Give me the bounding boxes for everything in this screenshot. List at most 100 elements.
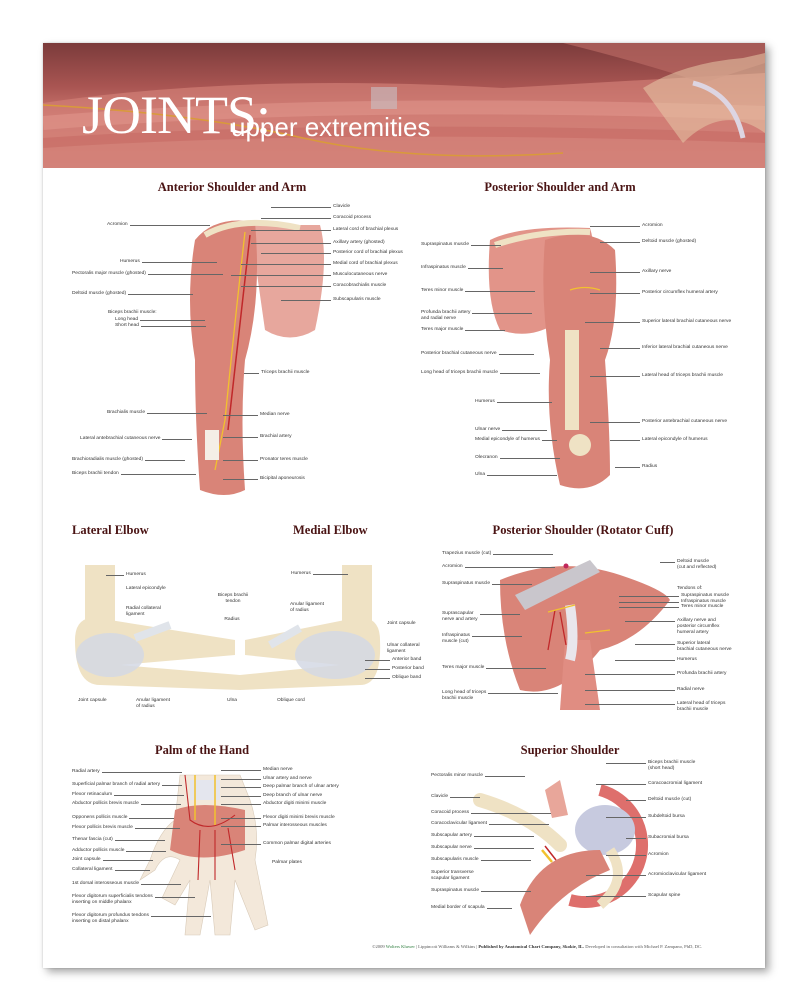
- label: Axillary nerve: [589, 269, 672, 274]
- panel-title-anterior: Anterior Shoulder and Arm: [157, 180, 307, 194]
- label: Humerus: [106, 572, 146, 577]
- label: Ulna: [226, 698, 238, 703]
- label: Biceps brachii muscle:: [108, 310, 157, 315]
- label: Superior lateral brachial cutaneous nerv…: [584, 319, 732, 324]
- label: Ulnar collateral ligament: [387, 643, 420, 654]
- label: Flexor digiti minimi brevis muscle: [221, 815, 335, 820]
- label: Acromion: [590, 223, 663, 228]
- label: Brachial artery: [223, 434, 292, 439]
- label: Lateral epicondyle of humerus: [610, 437, 708, 442]
- label: Common palmar digital arteries: [221, 841, 331, 846]
- label: Joint capsule: [78, 698, 107, 703]
- label: Flexor pollicis brevis muscle: [72, 825, 180, 830]
- label: Coracoid process: [431, 810, 552, 815]
- label: Subdeltoid bursa: [606, 814, 685, 819]
- label: Ulnar artery and nerve: [221, 776, 312, 781]
- label: Teres major muscle: [442, 665, 548, 670]
- label: Supraspinatus muscle: [442, 581, 533, 586]
- label: Adductor pollicis muscle: [72, 848, 168, 853]
- label: Acromion: [442, 564, 553, 569]
- label: Oblique band: [364, 675, 422, 680]
- label: Posterior antebrachial cutaneous nerve: [589, 419, 728, 424]
- label: Subscapularis muscle: [281, 297, 381, 302]
- label: Suprascapular nerve and artery: [442, 611, 519, 622]
- label: Short head: [115, 323, 206, 328]
- label: Humerus: [615, 657, 697, 662]
- superior-shoulder-illustration: [473, 780, 649, 935]
- label: Acromion: [107, 222, 208, 227]
- elbow-illustrations: [75, 565, 381, 690]
- label: Lateral cord of brachial plexus: [250, 227, 399, 232]
- label: Axillary artery (ghosted): [251, 240, 385, 245]
- credit: Developed in consultation with Michael P…: [585, 944, 703, 949]
- label: Thenar fascia (cut): [72, 837, 165, 842]
- label: Flexor retinaculum: [72, 792, 185, 797]
- label: Teres minor muscle: [421, 288, 537, 293]
- label: Posterior circumflex humeral artery: [590, 290, 718, 295]
- label: Oblique cord: [277, 698, 305, 703]
- label: Anular ligament of radius: [290, 602, 324, 613]
- label: Median nerve: [223, 412, 290, 417]
- label: Deep branch of ulnar nerve: [220, 793, 323, 798]
- label: Subscapular nerve: [431, 845, 534, 850]
- label: Subscapularis muscle: [431, 857, 530, 862]
- footer-credits: ©2009 Wolters Kluwer | Lippincott Willia…: [372, 944, 703, 949]
- palm-illustration: [139, 774, 269, 936]
- label: Opponens pollicis muscle: [72, 815, 176, 820]
- posterior-arm-illustration: [488, 227, 617, 489]
- label: Teres major muscle: [421, 327, 507, 332]
- label: Posterior brachial cutaneous nerve: [421, 351, 533, 356]
- panel-title-palm: Palm of the Hand: [154, 743, 250, 757]
- label: Deltoid muscle (cut and reflected): [659, 559, 717, 570]
- label: Brachioradialis muscle (ghosted): [72, 457, 185, 462]
- label: Anular ligament of radius: [136, 698, 170, 709]
- label: Flexor digitorum profundus tendons inser…: [72, 913, 211, 924]
- label: Brachialis muscle: [107, 410, 208, 415]
- poster: [43, 43, 765, 968]
- label: Deltoid muscle (ghosted): [599, 239, 697, 244]
- label: Long head of triceps brachii muscle: [421, 370, 540, 375]
- label: Radius: [614, 464, 658, 469]
- label: Long head of triceps brachii muscle: [442, 690, 560, 701]
- imprint: Lippincott Williams & Wilkins: [418, 944, 476, 949]
- label: Teres minor muscle: [618, 604, 724, 609]
- label: Lateral head of triceps brachii muscle: [589, 373, 724, 378]
- poster-subtitle: upper extremities: [231, 112, 431, 142]
- label: Coracoclavicular ligament: [431, 821, 549, 826]
- label: Pectoralis minor muscle: [431, 773, 525, 778]
- label: Palmar interosseous muscles: [221, 823, 327, 828]
- label: Collateral ligament: [72, 867, 149, 872]
- label: Medial cord of brachial plexus: [241, 261, 398, 266]
- label: Humerus: [291, 571, 348, 576]
- label: Bicipital aponeurosis: [223, 476, 305, 481]
- rotator-cuff-illustration: [500, 560, 670, 710]
- label: Radius: [224, 617, 240, 622]
- label: Supraspinatus muscle: [431, 888, 532, 893]
- label: Abductor digiti minimi muscle: [220, 801, 327, 806]
- label: Pronator teres muscle: [223, 457, 308, 462]
- label: Humerus: [120, 259, 217, 264]
- label: Coracobrachialis muscle: [240, 283, 387, 288]
- label: Infraspinatus muscle: [619, 599, 726, 604]
- label: Radial collateral ligament: [126, 606, 161, 617]
- label: Posterior cord of brachial plexus: [261, 250, 403, 255]
- label: Infraspinatus muscle (cut): [442, 633, 523, 644]
- label: Biceps brachii tendon: [72, 471, 196, 476]
- label: Humerus: [475, 399, 552, 404]
- label: Lateral epicondyle: [126, 586, 166, 591]
- label: Scapular spine: [585, 893, 681, 898]
- label: Deltoid muscle (ghosted): [72, 291, 194, 296]
- label: Joint capsule: [387, 621, 416, 626]
- label: Long head: [115, 317, 206, 322]
- label: Abductor pollicis brevis muscle: [72, 801, 181, 806]
- label: Triceps brachii muscle: [243, 370, 310, 375]
- label: Radial artery: [72, 769, 181, 774]
- label: Biceps brachii muscle (short head): [605, 760, 696, 771]
- label: Trapezius muscle (cut): [442, 551, 554, 556]
- label: Coracoid process: [260, 215, 372, 220]
- poster-title: JOINTS:: [82, 85, 271, 145]
- label: Supraspinatus muscle: [421, 242, 502, 247]
- label: Musculocutaneous nerve: [230, 272, 388, 277]
- header-banner: JOINTS: upper extremities: [43, 43, 765, 168]
- label: Median nerve: [221, 767, 293, 772]
